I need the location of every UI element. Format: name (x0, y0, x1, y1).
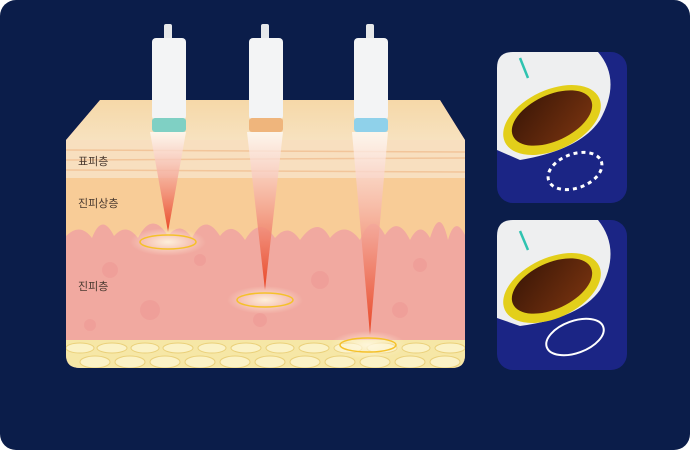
solid-ring-icon (545, 317, 605, 357)
focal-ring-1 (139, 234, 197, 250)
dotted-ring-inset (497, 52, 627, 203)
device-2 (249, 24, 283, 132)
energy-beam-2 (247, 132, 283, 290)
skin-cross-section (66, 100, 465, 368)
focal-ring-2 (236, 292, 294, 308)
solid-ring-inset (497, 220, 627, 370)
device-3 (354, 24, 388, 132)
upper-dermis-label: 진피상층 (78, 197, 119, 210)
dermis-label: 진피층 (78, 280, 109, 293)
focal-ring-3 (339, 337, 397, 353)
epidermis-label: 표피층 (78, 155, 109, 168)
dotted-ring-icon (546, 150, 604, 192)
energy-beam-1 (150, 132, 186, 232)
device-1 (152, 24, 186, 132)
energy-beam-3 (352, 132, 388, 335)
